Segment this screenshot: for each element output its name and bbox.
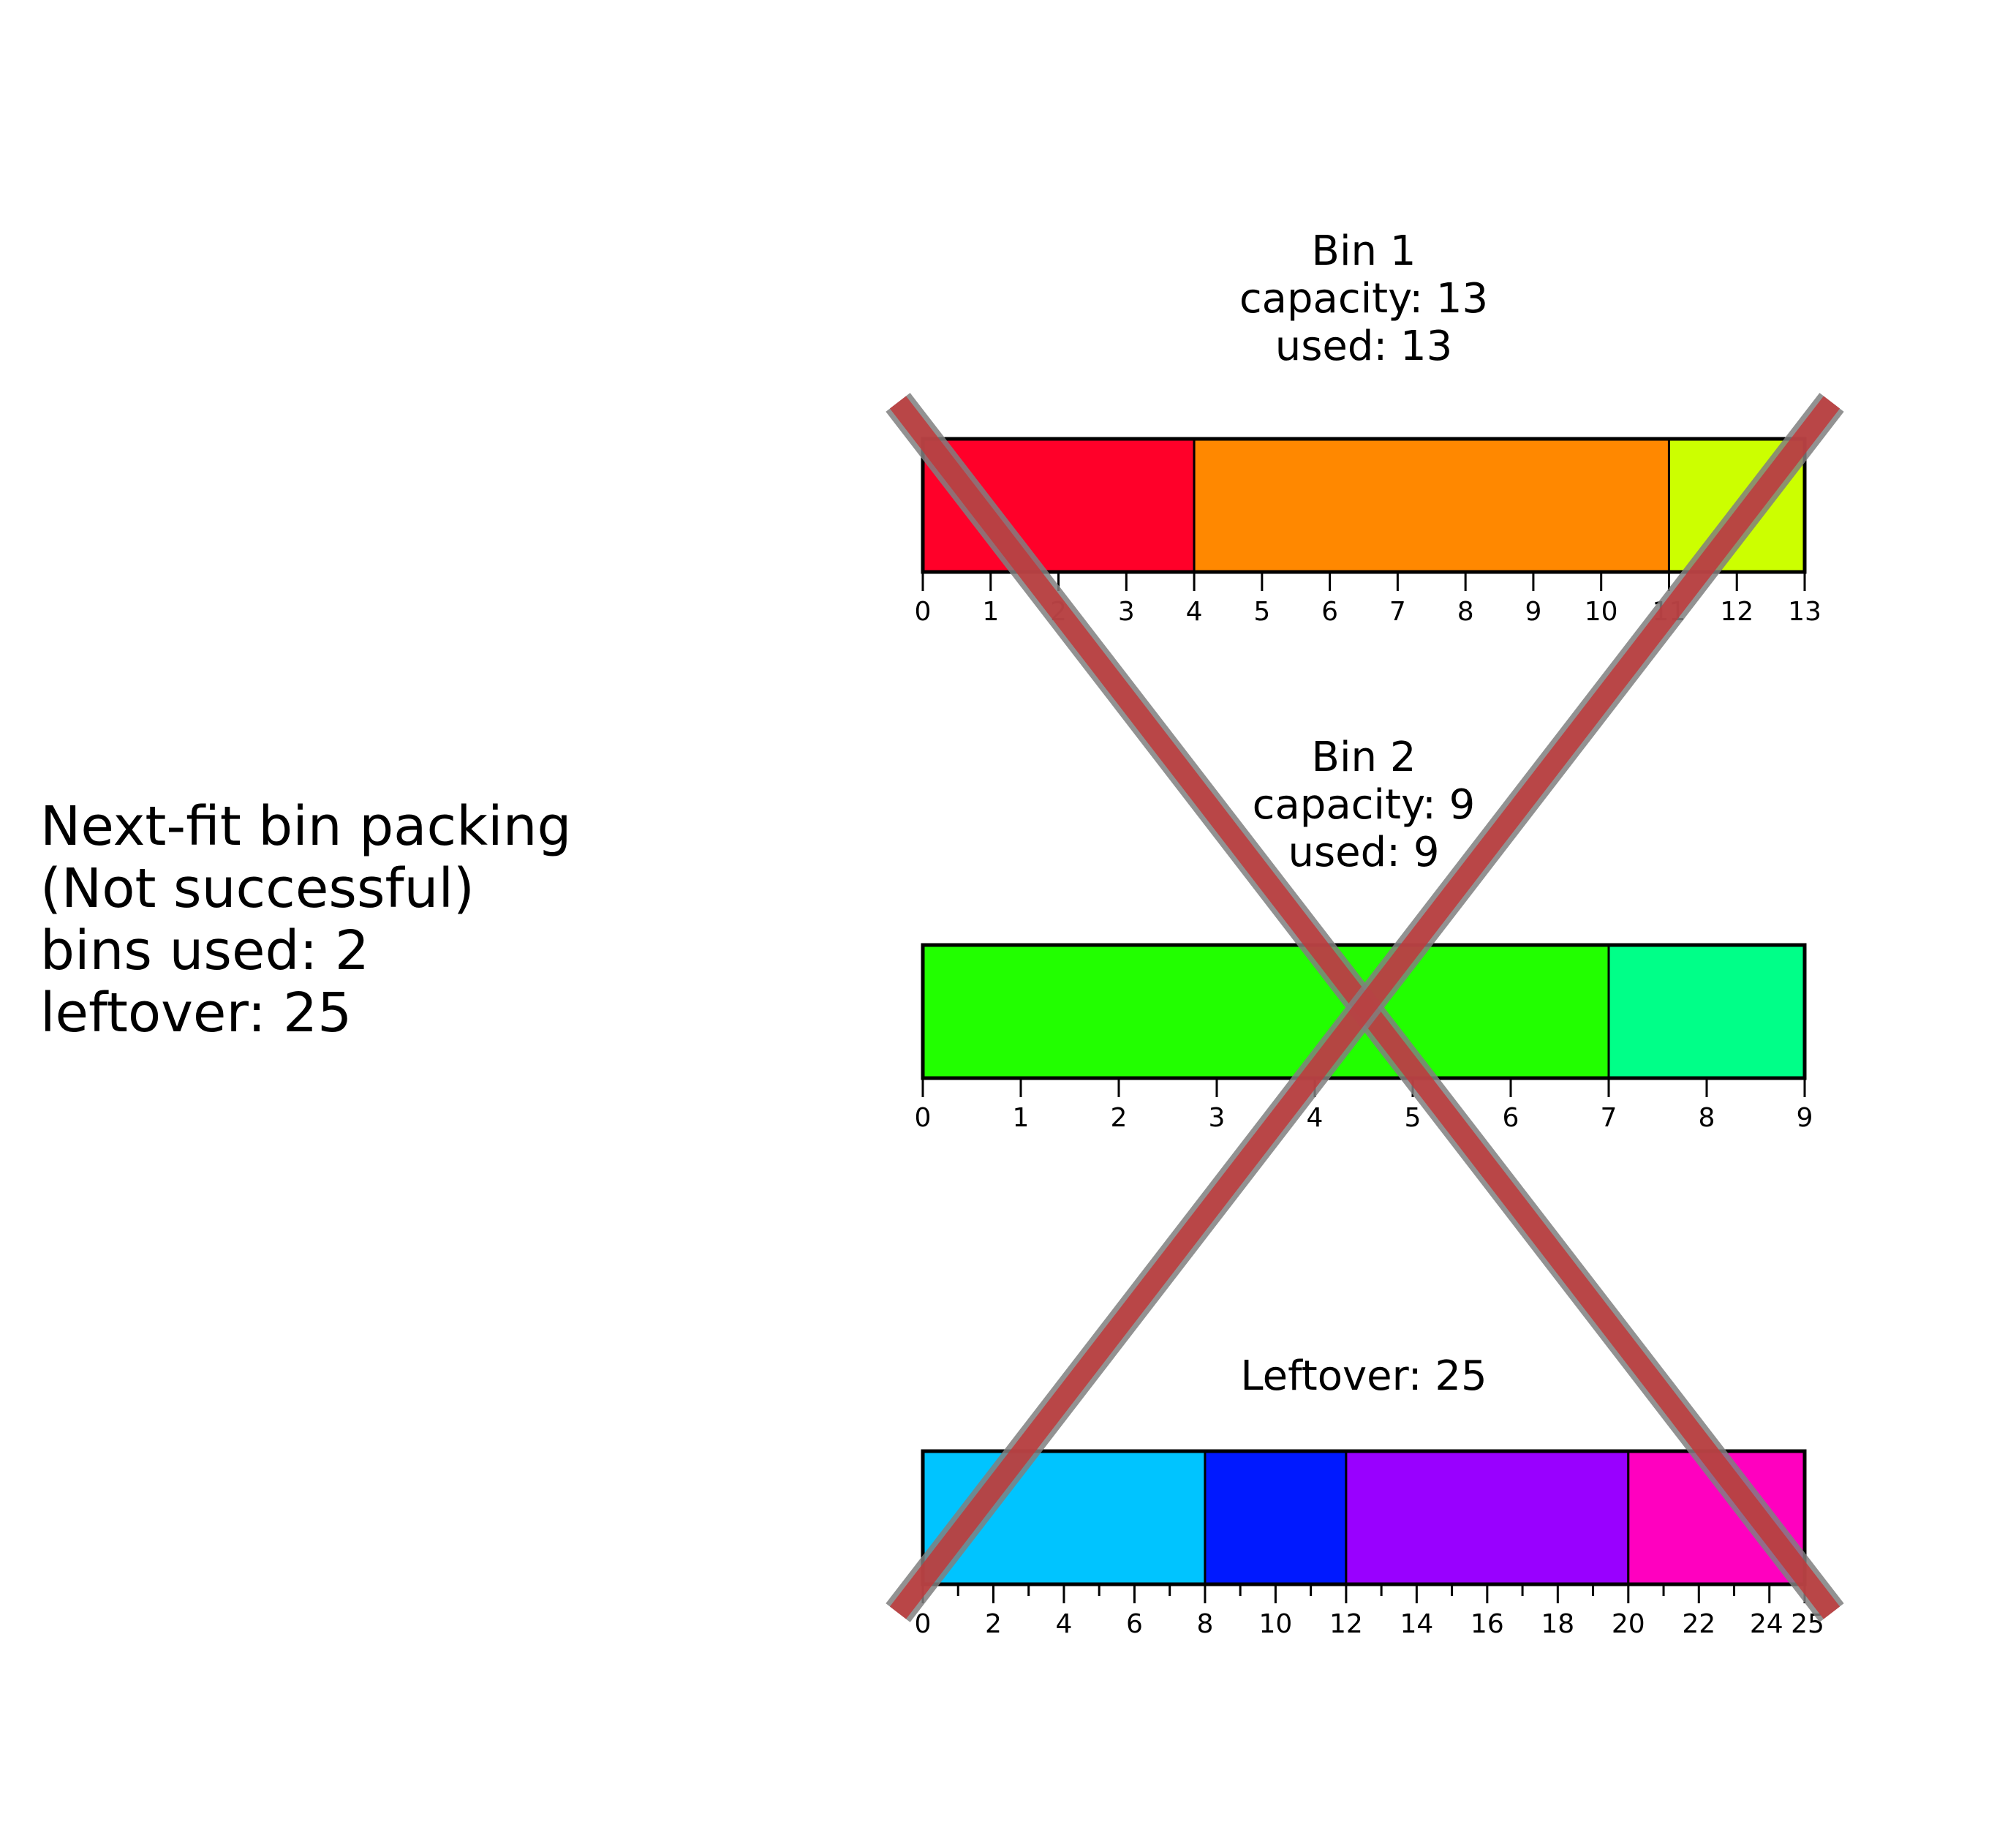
tick-label: 20 <box>1612 1609 1645 1639</box>
tick-label: 6 <box>1503 1103 1519 1133</box>
item-segment <box>1204 1450 1348 1586</box>
tick-label: 2 <box>985 1609 1002 1639</box>
panel-title-line: Bin 2 <box>1312 734 1416 781</box>
summary-title: Next-fit bin packing <box>40 795 572 858</box>
tick-label: 8 <box>1196 1609 1213 1639</box>
tick-label: 5 <box>1405 1103 1422 1133</box>
tick-label: 9 <box>1525 597 1541 627</box>
tick-label: 4 <box>1186 597 1203 627</box>
tick-label: 12 <box>1329 1609 1363 1639</box>
bin-frame <box>921 437 1807 574</box>
tick-label: 14 <box>1400 1609 1433 1639</box>
tick-label: 22 <box>1682 1609 1715 1639</box>
panel-title-line: capacity: 13 <box>1239 275 1488 323</box>
panel-title-line: capacity: 9 <box>1253 781 1476 829</box>
tick-label: 1 <box>1013 1103 1030 1133</box>
tick-label: 3 <box>1118 597 1135 627</box>
summary-status: (Not successful) <box>40 857 475 920</box>
tick-label: 9 <box>1797 1103 1813 1133</box>
tick-label: 13 <box>1788 597 1821 627</box>
tick-label: 0 <box>915 1103 932 1133</box>
tick-label: 7 <box>1601 1103 1617 1133</box>
summary-leftover: leftover: 25 <box>40 982 352 1044</box>
tick-label: 4 <box>1056 1609 1073 1639</box>
tick-label: 3 <box>1209 1103 1226 1133</box>
tick-label: 0 <box>915 1609 932 1639</box>
item-segment <box>921 944 1610 1080</box>
summary-bins-used: bins used: 2 <box>40 919 369 982</box>
tick-label: 24 <box>1750 1609 1783 1639</box>
tick-label: 2 <box>1111 1103 1128 1133</box>
cross-stroke-up <box>889 396 1841 1619</box>
bin-frame <box>921 1449 1807 1586</box>
item-segment <box>1607 944 1806 1080</box>
tick-label: 0 <box>915 597 932 627</box>
panel-title-line: Bin 1 <box>1312 227 1416 275</box>
tick-label: 8 <box>1457 597 1474 627</box>
panel-title-line: used: 9 <box>1288 829 1440 876</box>
item-segment <box>1193 437 1670 573</box>
item-segment <box>1345 1450 1630 1586</box>
summary-text: Next-fit bin packing (Not successful) bi… <box>40 795 572 1044</box>
tick-label: 8 <box>1699 1103 1715 1133</box>
tick-label: 1 <box>982 597 999 627</box>
tick-label: 7 <box>1389 597 1406 627</box>
tick-label: 4 <box>1307 1103 1324 1133</box>
tick-label: 10 <box>1258 1609 1292 1639</box>
tick-label: 18 <box>1541 1609 1574 1639</box>
panel-title-line: Leftover: 25 <box>1240 1352 1487 1400</box>
tick-label: 6 <box>1126 1609 1143 1639</box>
panel-title-line: used: 13 <box>1275 323 1453 370</box>
tick-label: 6 <box>1321 597 1338 627</box>
tick-label: 12 <box>1720 597 1753 627</box>
bin-frame <box>921 943 1807 1080</box>
tick-label: 10 <box>1585 597 1618 627</box>
failure-cross-overlay <box>886 393 1844 1622</box>
tick-label: 16 <box>1471 1609 1504 1639</box>
tick-label: 5 <box>1253 597 1270 627</box>
